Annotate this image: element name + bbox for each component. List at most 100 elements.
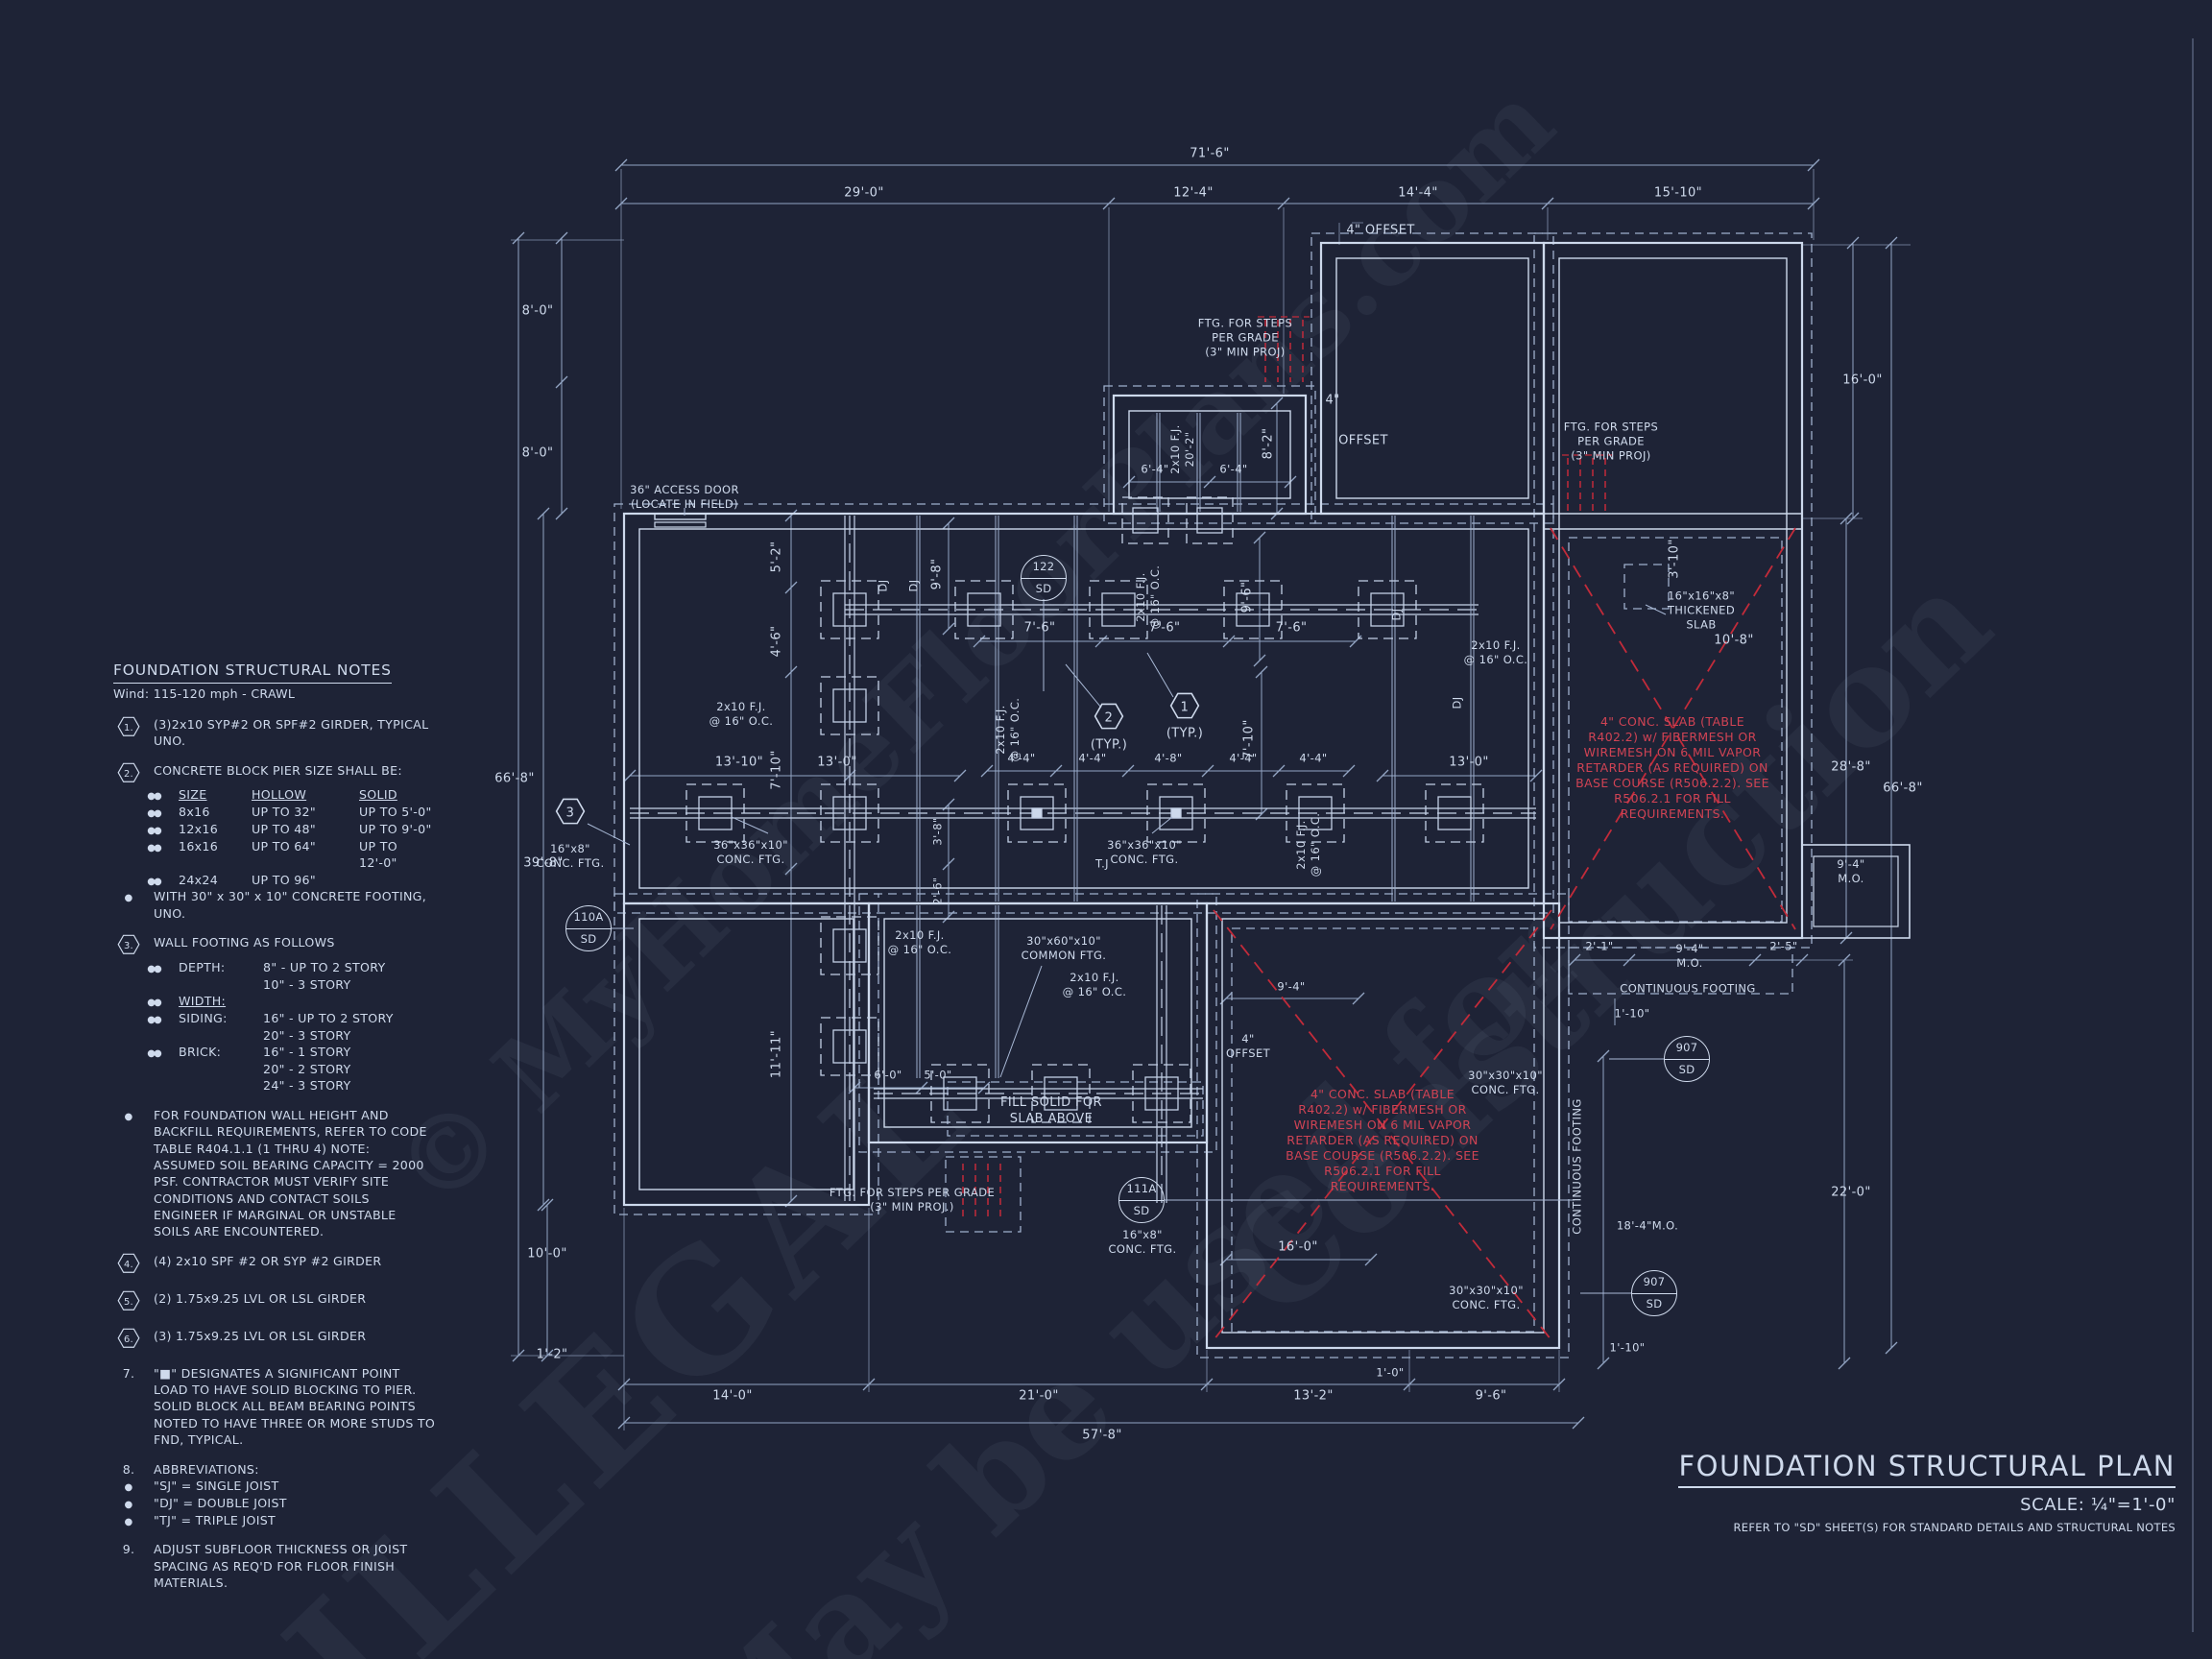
plan-label: 4'-4" (1299, 751, 1328, 765)
plan-label: 9'-6" (1239, 581, 1255, 613)
girder-lines (630, 516, 1536, 1203)
svg-text:3: 3 (566, 805, 575, 820)
note-entry: 9.ADJUST SUBFLOOR THICKNESS OR JOIST SPA… (122, 1542, 408, 1591)
plan-label: DJ (1450, 696, 1464, 709)
plan-label: 16"x8" CONC. FTG. (536, 842, 605, 870)
svg-text:2.: 2. (124, 768, 133, 779)
structural-notes: FOUNDATION STRUCTURAL NOTES Wind: 115-12… (113, 661, 436, 1591)
drawing-scale: SCALE: ¼"=1'-0" (2020, 1495, 2176, 1515)
plan-label: 14'-4" (1398, 185, 1438, 201)
plan-label: 1'-2" (536, 1347, 568, 1362)
plan-label: 10'-0" (527, 1246, 567, 1262)
red-slab-x (962, 316, 1796, 1341)
plan-label: 6'-4" (1141, 462, 1169, 476)
svg-text:6.: 6. (124, 1334, 133, 1345)
plan-label: 4" (1325, 393, 1340, 408)
plan-label: OFFSET (1338, 433, 1388, 448)
plan-label: 66'-8" (494, 771, 535, 786)
plan-label: 16'-0" (1842, 373, 1883, 388)
plan-label: 4'-4" (1007, 751, 1036, 765)
drawing-reference-note: REFER TO "SD" SHEET(S) FOR STANDARD DETA… (1733, 1521, 2176, 1534)
plan-label: (TYP.) (1166, 726, 1204, 741)
note-entry: 20" - 2 STORY (263, 1062, 351, 1077)
note-entry: 6.(3) 1.75x9.25 LVL OR LSL GIRDER (113, 1328, 436, 1353)
slab-note-label: 4" CONC. SLAB (TABLE R402.2) w/ FIBERMES… (1286, 1087, 1479, 1193)
plan-label: 30"x30"x10" CONC. FTG. (1468, 1069, 1543, 1096)
plan-label: 18'-4"M.O. (1616, 1218, 1679, 1233)
drawing-title: FOUNDATION STRUCTURAL PLAN (1678, 1450, 2176, 1488)
plan-label: (TYP.) (1090, 737, 1128, 753)
note-entry: ●●WIDTH: (147, 994, 227, 1009)
plan-label: 7'-6" (1275, 620, 1308, 636)
dimension-lines (511, 38, 2194, 1632)
plan-label: DJ (876, 579, 890, 592)
plan-label: 16"x8" CONC. FTG. (1108, 1228, 1177, 1256)
note-entry: ●"TJ" = TRIPLE JOIST (124, 1512, 276, 1527)
plan-label: 30"x30"x10" CONC. FTG. (1449, 1284, 1524, 1311)
plan-label: 12'-4" (1173, 185, 1214, 201)
plan-label: 6'-0" (874, 1068, 902, 1082)
plan-label: 16"x16"x8" THICKENED SLAB (1667, 589, 1736, 632)
plan-label: 13'-0" (817, 755, 857, 770)
plan-label: 10'-8" (1714, 633, 1754, 648)
plan-label: DJ (1389, 608, 1404, 621)
plan-label: 2x10 F.J. @ 16" O.C. (994, 697, 1022, 762)
plan-label: 21'-0" (1019, 1388, 1059, 1404)
plan-label: 2'-6" (930, 877, 945, 905)
plan-label: 3'-8" (930, 817, 945, 846)
plan-label: 30"x60"x10" COMMON FTG. (1021, 934, 1107, 962)
plan-label: 28'-8" (1831, 759, 1871, 775)
note-entry: 2.CONCRETE BLOCK PIER SIZE SHALL BE: (113, 762, 436, 787)
notes-title: FOUNDATION STRUCTURAL NOTES (113, 661, 392, 685)
keynote-hex-marker: 2 (1094, 703, 1124, 736)
plan-label: FTG. FOR STEPS PER GRADE (3" MIN PROJ.) (829, 1186, 996, 1214)
keynote-hex-marker: 3 (555, 798, 586, 831)
plan-label: 5'-2" (769, 541, 784, 573)
plan-label: 9'-6" (1475, 1388, 1507, 1404)
note-entry: 20" - 3 STORY (263, 1027, 351, 1043)
plan-label: 9'-4" M.O. (1675, 942, 1704, 970)
plan-label: 14'-0" (712, 1388, 753, 1404)
plan-label: 2'-1" (1585, 939, 1614, 953)
plan-label: 22'-0" (1831, 1185, 1871, 1200)
plan-label: 1'-10" (1614, 1006, 1650, 1021)
plan-label: 4'-6" (769, 625, 784, 658)
plan-label: T.J (1095, 856, 1109, 871)
plan-label: 1'-10" (1609, 1340, 1646, 1355)
plan-label: 8'-0" (521, 445, 554, 461)
plan-label: 7'-10" (769, 750, 784, 790)
note-entry: 4.(4) 2x10 SPF #2 OR SYP #2 GIRDER (113, 1253, 436, 1278)
note-entry: ●●SIDING:16" - UP TO 2 STORY (147, 1011, 394, 1026)
plan-label: 36"x36"x10" CONC. FTG. (1107, 838, 1182, 866)
joist-lines (916, 413, 1475, 1078)
note-entry: 5.(2) 1.75x9.25 LVL OR LSL GIRDER (113, 1290, 436, 1315)
plan-label: FILL SOLID FOR SLAB ABOVE (1000, 1095, 1102, 1126)
plan-label: 2x10 F.J. @ 16" O.C. (887, 928, 952, 956)
plan-label: 9'-4" M.O. (1837, 857, 1865, 885)
plan-label: 9'-4" (1277, 979, 1306, 994)
plan-label: 66'-8" (1883, 781, 1923, 796)
plan-label: 7'-6" (1023, 620, 1056, 636)
note-entry: ●"SJ" = SINGLE JOIST (124, 1478, 279, 1493)
svg-text:3.: 3. (124, 941, 133, 951)
plan-label: 36" ACCESS DOOR (LOCATE IN FIELD) (630, 483, 739, 511)
red-step-hatch (962, 320, 1606, 1221)
plan-label: 13'-0" (1449, 755, 1489, 770)
note-entry: ●●DEPTH:8" - UP TO 2 STORY (147, 960, 386, 975)
svg-text:2: 2 (1105, 710, 1114, 725)
plan-label: 3'-10" (1667, 539, 1682, 579)
plan-label: CONTINUOUS FOOTING (1620, 981, 1756, 996)
notes-subtitle: Wind: 115-120 mph - CRAWL (113, 686, 296, 702)
note-entry: ●●BRICK:16" - 1 STORY (147, 1045, 351, 1060)
plan-label: 16'-0" (1278, 1239, 1318, 1255)
plan-label: 13'-2" (1293, 1388, 1334, 1404)
